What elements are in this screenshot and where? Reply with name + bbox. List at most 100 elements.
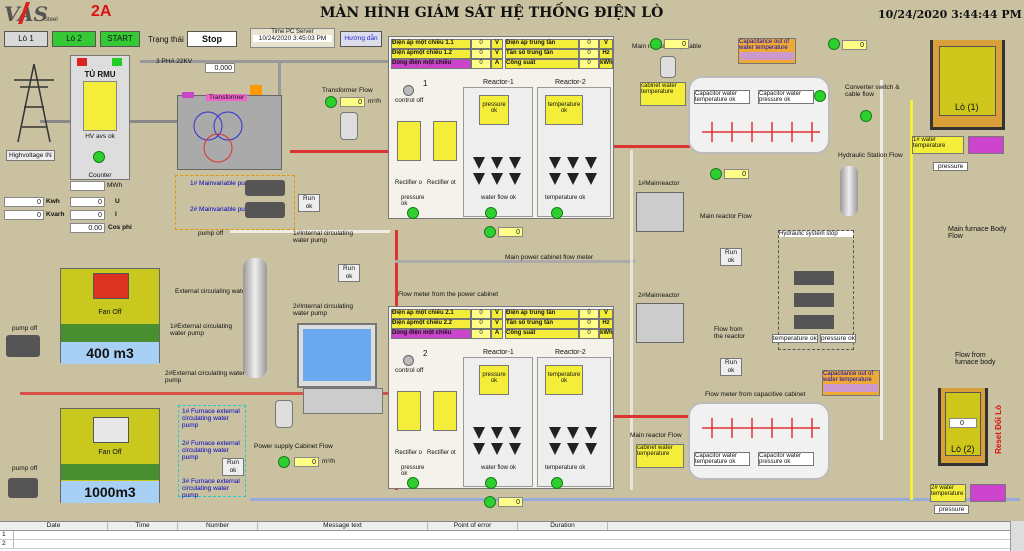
- ac-row: Công suất 0 kWh: [505, 329, 613, 339]
- table-row[interactable]: 2: [0, 540, 1010, 549]
- table-row[interactable]: 1: [0, 531, 1010, 540]
- ac-row-value: 0: [579, 319, 599, 329]
- cabinet-number: 1: [423, 79, 428, 88]
- dc-row-value: 0: [471, 49, 491, 59]
- cosphi-value: 0.00: [70, 223, 105, 233]
- dc-row-label: Điện áp một chiều 2.1: [391, 309, 471, 319]
- scrollbar[interactable]: [1010, 521, 1024, 551]
- main-reactor-flow-label: Main reactor Flow: [700, 213, 752, 220]
- run-ok-reactor-2[interactable]: Run ok: [720, 358, 742, 376]
- main-furnace-flow-label: Main furnace Body Flow: [948, 226, 1007, 240]
- main-reactor-2: [636, 303, 684, 343]
- phase-label: 3 PHA 22KV: [156, 58, 193, 65]
- lo1-button[interactable]: Lò 1: [4, 31, 48, 47]
- ac-row-unit: Hz: [599, 319, 613, 329]
- fan-off-label-2: Fan Off: [98, 449, 122, 456]
- table-header-cell[interactable]: Duration: [518, 522, 608, 530]
- ext-flow-label: External circulating water flow: [175, 288, 261, 295]
- table-header-cell[interactable]: Number: [178, 522, 258, 530]
- cap-water-press-2: Capacitor water pressure ok: [758, 452, 814, 466]
- temperature-label: temperature ok: [545, 465, 586, 471]
- pump-icon: [8, 478, 38, 498]
- time-server-label: Time PC Server: [271, 29, 314, 35]
- main-reactor1-label: 1#Mainreactor: [638, 180, 680, 187]
- rectifier-left-label: Rectifier o: [395, 180, 423, 186]
- flowmeter-icon: [340, 112, 358, 140]
- run-ok-box-3[interactable]: Run ok: [222, 458, 244, 476]
- accumulator: [840, 166, 858, 216]
- status-label: Trạng thái: [148, 35, 184, 44]
- reactor2-label: Reactor-2: [555, 349, 586, 356]
- datetime: 10/24/2020 3:44:44 PM: [878, 8, 1022, 21]
- main-pump2-label: 2# Mainvariable pump: [190, 206, 254, 213]
- furnace2-temp-box: 2# water temperature: [930, 484, 966, 502]
- ac-row-label: Tần số trung tần: [505, 319, 579, 329]
- m3h-unit-2: m³/h: [322, 458, 335, 465]
- flowmeter-icon: [660, 56, 676, 78]
- heat-exchanger: [243, 258, 267, 378]
- fext3-label: 3# Furnace external circulating water pu…: [182, 478, 240, 499]
- reset-button[interactable]: Reset Đổi Lò: [994, 405, 1010, 465]
- run-ok-box-2[interactable]: Run ok: [338, 264, 360, 282]
- ac-row-value: 0: [579, 39, 599, 49]
- main-reactor-flow-label-2: Main reactor Flow: [630, 432, 682, 439]
- run-ok-box[interactable]: Run ok: [298, 194, 320, 212]
- furnace-2: 0 Lò (2): [938, 388, 988, 466]
- ac-row-value: 0: [579, 329, 599, 339]
- dc-row-value: 0: [471, 59, 491, 69]
- dc-row-label: Điện ápmột chiều 2.2: [391, 319, 471, 329]
- capacitor-cabinet-2: Capacitor water temperature ok Capacitor…: [688, 402, 830, 480]
- temperature-ok-box: temperature ok: [545, 95, 583, 125]
- dc-row-value: 0: [471, 309, 491, 319]
- ac-row-label: Điện áp trung tần: [505, 39, 579, 49]
- dc-row: Điện áp một chiều 1.1 0 V: [391, 39, 503, 49]
- i-label: I: [115, 211, 117, 218]
- converter-switch-label: Converter switch & cable flow: [845, 84, 900, 98]
- phase-value: 0.000: [205, 63, 235, 73]
- highvoltage-tower: [8, 62, 60, 147]
- cabinet-water-temp-box: cabinet water temperature: [640, 82, 686, 106]
- transformer: [177, 95, 282, 170]
- m3h-unit: m³/h: [368, 98, 381, 105]
- ac-row: Điện áp trung tần 0 V: [505, 39, 613, 49]
- water-flow-label: water flow ok: [481, 195, 517, 201]
- ac-row: Công suất 0 kWh: [505, 59, 613, 69]
- mwh-label: MWh: [107, 182, 123, 189]
- ac-row-value: 0: [579, 309, 599, 319]
- furnace1-temp-box: 1# water temperature: [912, 136, 964, 154]
- table-header-cell[interactable]: Message text: [258, 522, 428, 530]
- table-header-cell[interactable]: Date: [0, 522, 108, 530]
- furnace1-label: Lò (1): [955, 102, 979, 112]
- ac-row-value: 0: [579, 49, 599, 59]
- pressure-ok-box: pressure ok: [479, 95, 509, 125]
- flow-meter-cap-label: Flow meter from capacitive cabinet: [705, 391, 806, 398]
- start-button[interactable]: START: [100, 31, 140, 47]
- pump-icon: [245, 180, 285, 196]
- hydraulic-station-flow-label: Hydraulic Station Flow: [838, 152, 903, 159]
- table-header-cell[interactable]: Time: [108, 522, 178, 530]
- kvarh-label: Kvarh: [46, 211, 65, 218]
- cabinet-water-temp-box-2: cabinet water temperature: [636, 444, 684, 468]
- time-server-box: Time PC Server 10/24/2020 3:45:03 PM: [250, 28, 335, 48]
- reset-label[interactable]: Reset Đổi Lò: [994, 405, 1003, 454]
- help-button[interactable]: Hướng dẫn: [340, 31, 382, 47]
- dc-row-label: Điện áp một chiều 1.1: [391, 39, 471, 49]
- lo2-button[interactable]: Lò 2: [52, 31, 96, 47]
- ac-row-unit: Hz: [599, 49, 613, 59]
- dc-row-unit: V: [491, 49, 503, 59]
- ac-row-label: Điện áp trung tần: [505, 309, 579, 319]
- table-header-cell[interactable]: Point of error: [428, 522, 518, 530]
- furnace2-label: Lò (2): [951, 444, 975, 454]
- kvarh-value: 0: [4, 210, 44, 220]
- hyd-press-ok: pressure ok: [820, 334, 856, 343]
- stop-status: Stop: [187, 31, 237, 47]
- cap-temp-out-box-1: Capacitance out of water temperature: [738, 38, 796, 64]
- cosphi-label: Cos phi: [108, 224, 132, 231]
- logo: VAS Steel: [4, 2, 64, 26]
- control-off-label: control off: [395, 97, 424, 104]
- rmu-panel: TỦ RMU HV avs ok Counter: [70, 55, 130, 180]
- run-ok-reactor-1[interactable]: Run ok: [720, 248, 742, 266]
- temperature-ok-box: temperature ok: [545, 365, 583, 395]
- flow-from-furnace-label: Flow from furnace body: [955, 352, 996, 366]
